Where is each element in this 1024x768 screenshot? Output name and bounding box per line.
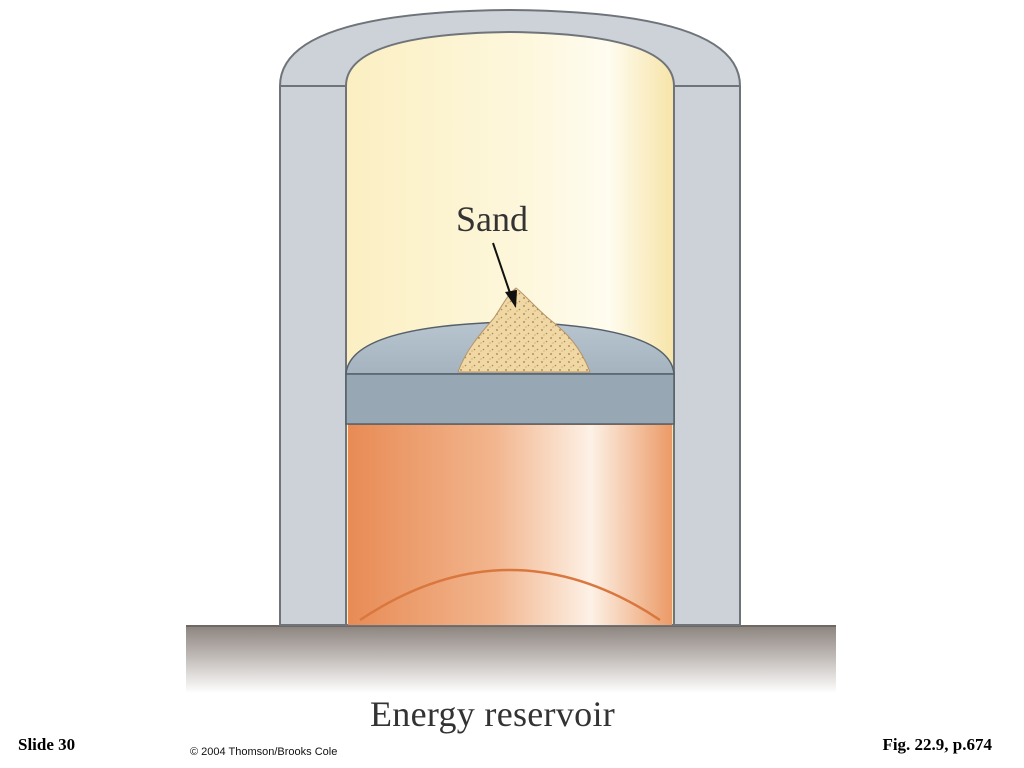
energy-reservoir	[186, 625, 836, 693]
slide-number: Slide 30	[18, 735, 76, 754]
copyright-notice: © 2004 Thomson/Brooks Cole	[190, 746, 338, 758]
sand-arrow	[492, 242, 517, 308]
sand-label: Sand	[456, 199, 528, 239]
energy-reservoir-label: Energy reservoir	[370, 694, 616, 734]
gas-surface-arc	[359, 568, 661, 622]
gas-chamber	[348, 424, 672, 625]
figure-reference: Fig. 22.9, p.674	[882, 735, 992, 754]
sand-pile	[457, 287, 591, 373]
